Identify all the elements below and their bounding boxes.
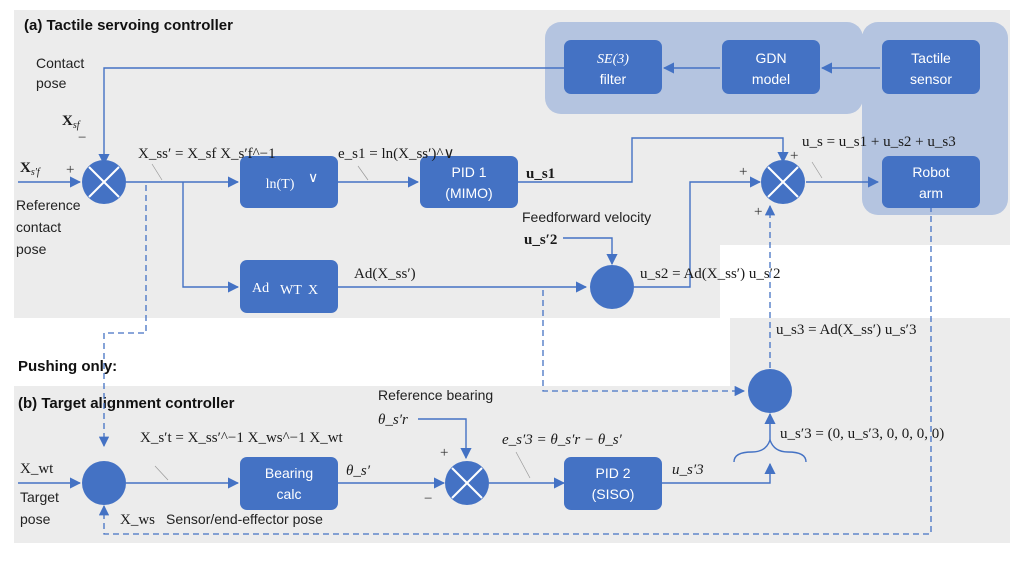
- sensor-pose-label: Sensor/end-effector pose: [166, 511, 323, 527]
- wire-us2-to-sum: [634, 176, 762, 288]
- x-sf-label: Xsf: [62, 113, 81, 131]
- adjoint-block[interactable]: Ad WT X: [240, 260, 338, 313]
- dashed-robot-feedback: [98, 206, 932, 535]
- plus-sign-us1: +: [790, 148, 798, 164]
- u-s3-equation: u_s3 = Ad(X_ss′) u_s′3: [776, 322, 916, 338]
- dashed-xss-to-b: [98, 185, 147, 448]
- leader-esp3: [515, 451, 531, 479]
- section-a-title: (a) Tactile servoing controller: [24, 17, 233, 34]
- pushing-only-label: Pushing only:: [18, 358, 117, 375]
- wire-pid2-out: [662, 462, 776, 484]
- reference-bearing-label: Reference bearing: [378, 387, 493, 403]
- contact-pose-label-1: Contact: [36, 55, 84, 71]
- x-spf-label: Xs′f: [20, 160, 41, 178]
- target-junction[interactable]: [82, 461, 126, 505]
- svg-text:filter: filter: [600, 71, 627, 87]
- feedforward-velocity-label: Feedforward velocity: [522, 209, 651, 225]
- velocity-summing-junction[interactable]: [761, 160, 805, 204]
- gdn-model-block[interactable]: GDN model: [722, 40, 820, 94]
- e-s1-equation: e_s1 = ln(X_ss′)^∨: [338, 146, 454, 162]
- u-sp3-vector-equation: u_s′3 = (0, u_s′3, 0, 0, 0, 0): [780, 426, 944, 442]
- dashed-ad-to-us3: [542, 290, 746, 397]
- svg-text:Tactile: Tactile: [911, 50, 951, 66]
- svg-text:Robot: Robot: [912, 164, 949, 180]
- svg-text:(SISO): (SISO): [592, 486, 635, 502]
- bearing-calc-block[interactable]: Bearing calc: [240, 457, 338, 510]
- svg-text:ln(T): ln(T): [266, 177, 295, 192]
- theta-sp-label: θ_s′: [346, 463, 371, 479]
- wire-pid1-to-sum: [517, 137, 789, 183]
- svg-text:(MIMO): (MIMO): [445, 185, 492, 201]
- wire-to-ad: [182, 182, 240, 293]
- minus-sign-bearing: −: [424, 491, 432, 507]
- svg-text:PID 2: PID 2: [595, 465, 630, 481]
- plus-sign-us3: +: [754, 204, 762, 220]
- bearing-summing-junction[interactable]: [445, 461, 489, 505]
- svg-text:GDN: GDN: [755, 50, 786, 66]
- pid2-block[interactable]: PID 2 (SISO): [564, 457, 662, 510]
- svg-text:PID 1: PID 1: [451, 164, 486, 180]
- contact-pose-label-2: pose: [36, 75, 67, 91]
- us3-junction[interactable]: [748, 369, 792, 413]
- svg-text:X: X: [308, 283, 318, 298]
- plus-sign-ref-bearing: +: [440, 445, 448, 461]
- tactile-sensor-block[interactable]: Tactile sensor: [882, 40, 980, 94]
- u-s1-label: u_s1: [526, 166, 555, 182]
- svg-text:∨: ∨: [308, 171, 318, 186]
- wire-contact-pose: [98, 67, 564, 166]
- svg-text:WT: WT: [280, 283, 302, 298]
- ad-output-label: Ad(X_ss′): [354, 266, 416, 282]
- feedforward-junction[interactable]: [590, 265, 634, 309]
- svg-text:calc: calc: [277, 486, 302, 502]
- wire-ref-bearing: [418, 418, 472, 460]
- reference-contact-label-3: pose: [16, 241, 47, 257]
- u-s2-equation: u_s2 = Ad(X_ss′) u_s′2: [640, 266, 780, 282]
- section-b-title: (b) Target alignment controller: [18, 395, 235, 412]
- ln-block[interactable]: ln(T) ∨: [240, 156, 338, 208]
- svg-text:Ad: Ad: [252, 281, 269, 296]
- robot-arm-block[interactable]: Robot arm: [882, 156, 980, 208]
- error-summing-junction[interactable]: [82, 160, 126, 204]
- svg-text:Bearing: Bearing: [265, 465, 313, 481]
- x-ss-equation: X_ss′ = X_sf X_s′f^−1: [138, 146, 276, 162]
- e-sp3-equation: e_s′3 = θ_s′r − θ_s′: [502, 432, 623, 448]
- leader-xspt: [154, 465, 169, 481]
- svg-text:arm: arm: [919, 185, 943, 201]
- target-pose-label-1: Target: [20, 489, 59, 505]
- leader-es1: [357, 165, 369, 181]
- svg-text:sensor: sensor: [910, 71, 952, 87]
- x-spt-equation: X_s′t = X_ss′^−1 X_ws^−1 X_wt: [140, 430, 344, 446]
- theta-spr-label: θ_s′r: [378, 412, 408, 428]
- plus-sign-us2: +: [739, 164, 747, 180]
- svg-text:model: model: [752, 71, 790, 87]
- x-wt-label: X_wt: [20, 461, 54, 477]
- wire-feedforward: [563, 237, 618, 266]
- reference-contact-label-2: contact: [16, 219, 61, 235]
- leader-us: [811, 161, 823, 179]
- plus-sign-reference: +: [66, 162, 74, 178]
- pid1-block[interactable]: PID 1 (MIMO): [420, 156, 518, 208]
- reference-contact-label-1: Reference: [16, 197, 81, 213]
- u-s-equation: u_s = u_s1 + u_s2 + u_s3: [802, 134, 956, 150]
- svg-text:SE(3): SE(3): [597, 52, 629, 67]
- u-sp2-label: u_s′2: [524, 232, 557, 248]
- u-sp3-label: u_s′3: [672, 462, 704, 478]
- x-ws-label: X_ws: [120, 512, 155, 528]
- se3-filter-block[interactable]: SE(3) filter: [564, 40, 662, 94]
- leader-xss: [151, 163, 163, 181]
- target-pose-label-2: pose: [20, 511, 51, 527]
- minus-sign-contact: −: [78, 130, 86, 146]
